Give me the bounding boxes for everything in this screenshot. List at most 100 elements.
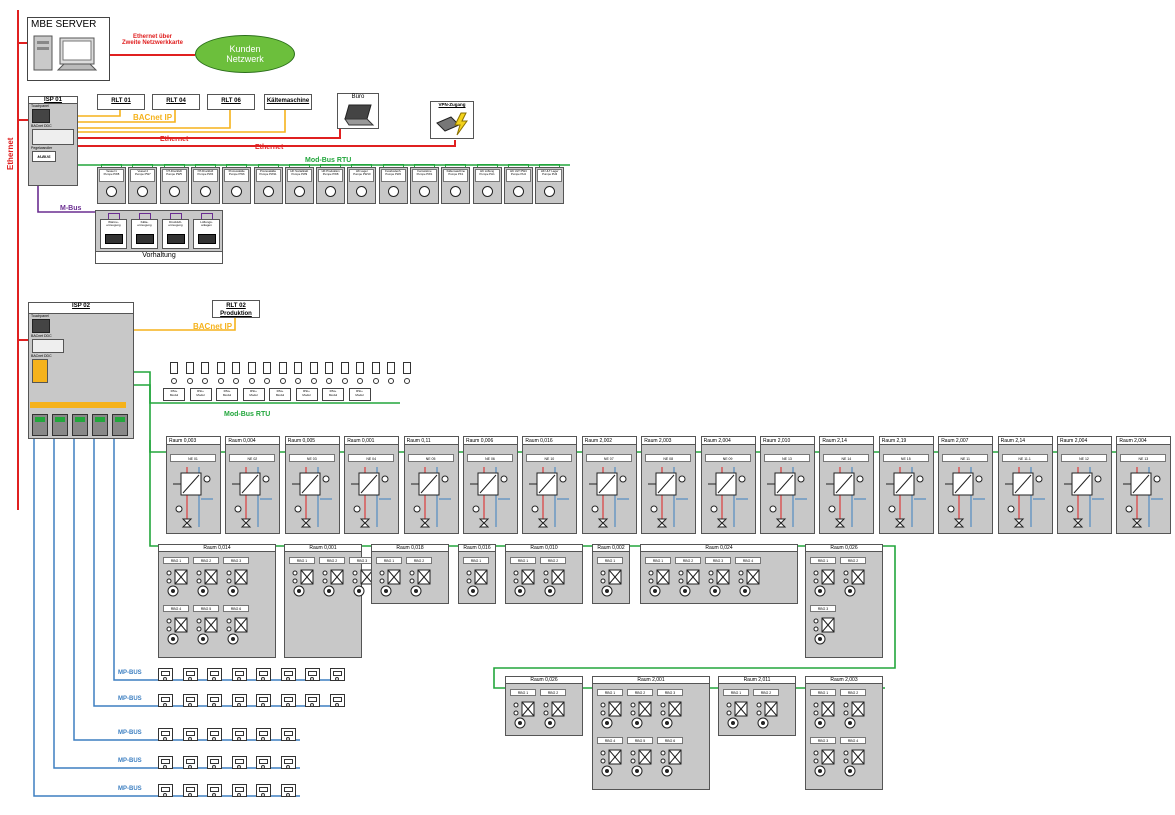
actuator-unit[interactable] bbox=[256, 668, 271, 681]
actuator-unit[interactable] bbox=[182, 694, 198, 707]
actuator-unit[interactable] bbox=[182, 728, 198, 741]
actuator-unit[interactable] bbox=[329, 694, 345, 707]
pump-unit[interactable]: Prozesskälte Pumpe PW6 bbox=[222, 167, 252, 204]
actuator-unit[interactable] bbox=[158, 784, 173, 797]
pump-unit[interactable]: Kältemaschine Pumpe PK1 bbox=[441, 167, 471, 204]
actuator-unit[interactable] bbox=[256, 694, 271, 707]
rtu-module[interactable]: RSt+ Modul bbox=[242, 388, 265, 401]
actuator-unit[interactable] bbox=[329, 668, 345, 681]
actuator-unit[interactable] bbox=[280, 668, 296, 681]
actuator-unit[interactable] bbox=[256, 784, 271, 797]
pump-unit[interactable]: HK ULT Lager Pumpe PH3 bbox=[535, 167, 565, 204]
actuator-unit[interactable] bbox=[158, 668, 173, 681]
actuator-unit[interactable] bbox=[280, 784, 296, 797]
actuator-unit[interactable] bbox=[158, 756, 173, 769]
rtu-module[interactable]: RSt+ Modul bbox=[189, 388, 212, 401]
actuator-unit[interactable] bbox=[182, 784, 198, 797]
pump-unit[interactable]: HK Lager Pumpe PW10 bbox=[347, 167, 377, 204]
rtu-module[interactable]: RSt+ Modul bbox=[295, 388, 318, 401]
actuator-unit[interactable] bbox=[231, 694, 247, 707]
vpn-box[interactable]: VPN-Zugang bbox=[430, 101, 474, 139]
actuator-unit[interactable] bbox=[158, 728, 173, 741]
actuator-unit[interactable] bbox=[231, 728, 247, 741]
pump-unit[interactable]: Vessel 1 Pumpe PW8 bbox=[97, 167, 126, 204]
actuator-unit[interactable] bbox=[280, 694, 296, 707]
actuator-unit[interactable] bbox=[182, 756, 198, 769]
actuator-unit[interactable] bbox=[256, 728, 271, 741]
rtu-module[interactable]: RSt+ Modul bbox=[322, 388, 344, 401]
pump-unit[interactable]: NT-Druckluft Pumpe PW4 bbox=[190, 167, 220, 204]
meter-unit[interactable]: Kälte- erzeugung bbox=[131, 219, 158, 249]
pump-unit[interactable]: Prozesskälte Pumpe PW11 bbox=[253, 167, 283, 204]
actuator-unit[interactable] bbox=[207, 694, 222, 707]
rtu-module[interactable]: RSt+ Modul bbox=[163, 388, 185, 401]
actuator-unit[interactable] bbox=[158, 694, 173, 707]
rtu-module[interactable]: RSt+ Modul bbox=[269, 388, 291, 401]
actuator-unit[interactable] bbox=[207, 728, 222, 741]
actuator-unit[interactable] bbox=[305, 668, 320, 681]
pump-unit[interactable]: HK ULT PW4 Pumpe PH4 bbox=[503, 167, 533, 204]
rlt-box-04[interactable]: RLT 04 bbox=[152, 94, 200, 110]
meter-unit[interactable]: Wärme- erzeugung bbox=[100, 219, 127, 249]
pump-unit[interactable]: HK Sozialtrakt Pumpe PW9 bbox=[284, 167, 314, 204]
actuator-unit[interactable] bbox=[231, 784, 247, 797]
pump-unit[interactable]: Fernwärme Pumpe PW1 bbox=[410, 167, 439, 204]
actuator-unit[interactable] bbox=[207, 756, 222, 769]
actuator-unit[interactable] bbox=[231, 756, 247, 769]
actuator-unit[interactable] bbox=[280, 728, 296, 741]
pump-unit[interactable]: Vessel 2 Pumpe PW7 bbox=[128, 167, 158, 204]
rlt-box-06[interactable]: RLT 06 bbox=[207, 94, 255, 110]
actuator-unit[interactable] bbox=[182, 668, 198, 681]
rlt-box-01[interactable]: RLT 01 bbox=[97, 94, 145, 110]
pump-unit[interactable]: HK Produktion Pumpe PW8 bbox=[316, 167, 346, 204]
meter-unit[interactable]: Druckluft- erzeugung bbox=[162, 219, 189, 249]
isp01-cabinet[interactable]: ISP 01 Touchpanel BACnet DDC Pegelwandle… bbox=[28, 96, 78, 186]
rlt02-produktion-box[interactable]: RLT 02 Produktion bbox=[212, 300, 260, 318]
pump-unit[interactable]: HK Lüftung Pumpe PH1 bbox=[472, 167, 502, 204]
pump-unit[interactable]: Fussbodenh. Pumpe PW2 bbox=[378, 167, 408, 204]
buero-box[interactable]: Büro bbox=[337, 93, 379, 129]
customer-network[interactable]: Kunden Netzwerk bbox=[195, 35, 295, 73]
rtu-module[interactable]: RSt+ Modul bbox=[216, 388, 238, 401]
kaeltemaschine-box[interactable]: Kältemaschine bbox=[264, 94, 312, 110]
actuator-unit[interactable] bbox=[280, 756, 296, 769]
actuator-unit[interactable] bbox=[256, 756, 271, 769]
actuator-unit[interactable] bbox=[231, 668, 247, 681]
meter-unit[interactable]: Lüftungs- anlagen bbox=[193, 219, 220, 249]
pump-unit[interactable]: NT-Druckluft Pumpe PW5 bbox=[159, 167, 189, 204]
rtu-module[interactable]: RSt+ Modul bbox=[348, 388, 371, 401]
actuator-unit[interactable] bbox=[207, 784, 222, 797]
mbe-server[interactable]: MBE SERVER bbox=[27, 17, 110, 81]
actuator-unit[interactable] bbox=[305, 694, 320, 707]
actuator-unit[interactable] bbox=[207, 668, 222, 681]
